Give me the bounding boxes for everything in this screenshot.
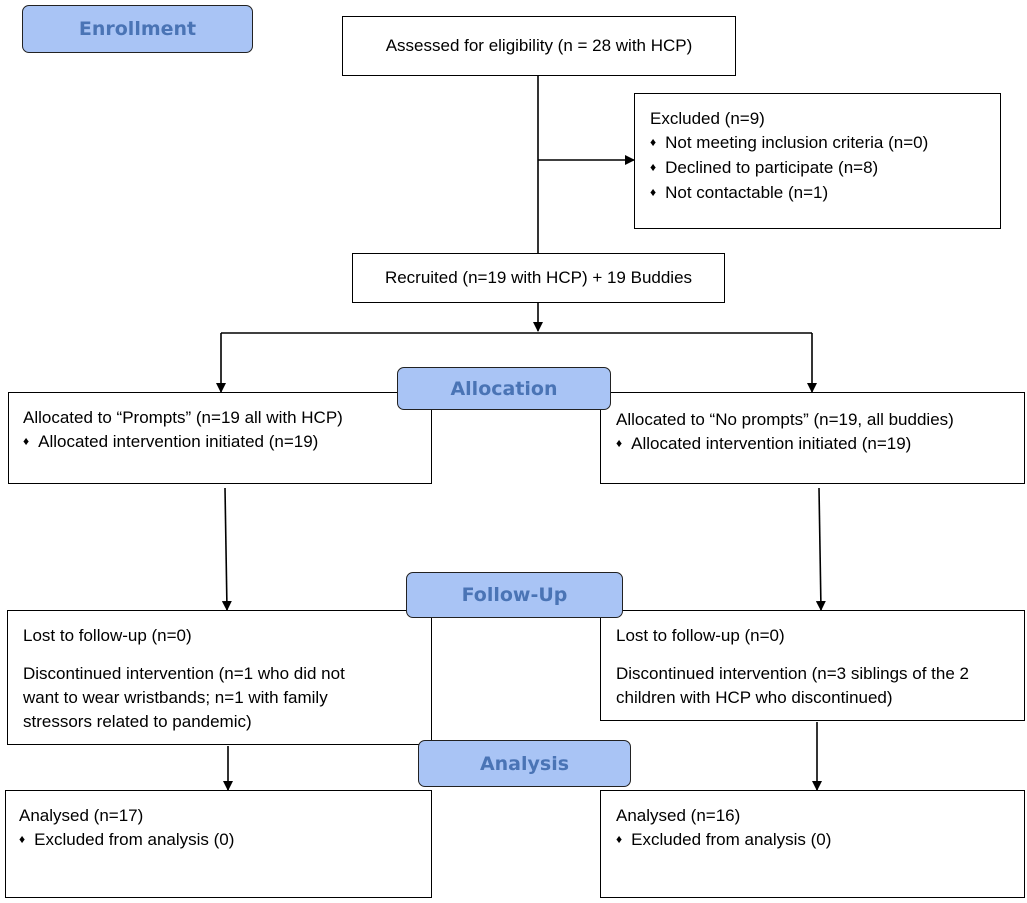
discontinued-line: stressors related to pandemic)	[23, 712, 252, 731]
stage-follow-up: Follow-Up	[406, 572, 623, 618]
assessed-box: Assessed for eligibility (n = 28 with HC…	[342, 16, 736, 76]
discontinued-text: Discontinued intervention (n=3 siblings …	[616, 662, 1024, 710]
recruited-text: Recruited (n=19 with HCP) + 19 Buddies	[384, 268, 693, 287]
allocated-no-prompts-box: Allocated to “No prompts” (n=19, all bud…	[600, 392, 1025, 484]
stage-allocation: Allocation	[397, 367, 611, 410]
excluded-item: Not contactable (n=1)	[650, 181, 1000, 206]
allocated-no-prompts-text: Allocated to “No prompts” (n=19, all bud…	[616, 410, 954, 429]
allocated-no-prompts-item: Allocated intervention initiated (n=19)	[616, 432, 1024, 457]
discontinued-line: want to wear wristbands; n=1 with family	[23, 688, 328, 707]
allocated-prompts-box: Allocated to “Prompts” (n=19 all with HC…	[8, 392, 432, 484]
follow-up-prompts-box: Lost to follow-up (n=0) Discontinued int…	[7, 610, 432, 745]
discontinued-text: Discontinued intervention (n=1 who did n…	[23, 662, 431, 734]
discontinued-line: children with HCP who discontinued)	[616, 688, 893, 707]
assessed-text: Assessed for eligibility (n = 28 with HC…	[385, 36, 693, 55]
follow-up-no-prompts-box: Lost to follow-up (n=0) Discontinued int…	[600, 610, 1025, 721]
lost-to-follow-up-text: Lost to follow-up (n=0)	[23, 626, 192, 645]
excluded-from-analysis-text: Excluded from analysis (0)	[616, 828, 1024, 853]
discontinued-line: Discontinued intervention (n=3 siblings …	[616, 664, 969, 683]
excluded-title: Excluded (n=9)	[650, 109, 765, 128]
allocated-prompts-item: Allocated intervention initiated (n=19)	[23, 430, 431, 455]
stage-analysis: Analysis	[418, 740, 631, 787]
excluded-box: Excluded (n=9) Not meeting inclusion cri…	[634, 93, 1001, 229]
analysed-no-prompts-box: Analysed (n=16) Excluded from analysis (…	[600, 790, 1025, 898]
discontinued-line: Discontinued intervention (n=1 who did n…	[23, 664, 345, 683]
excluded-item: Not meeting inclusion criteria (n=0)	[650, 131, 1000, 156]
excluded-from-analysis-text: Excluded from analysis (0)	[19, 828, 431, 853]
analysed-text: Analysed (n=17)	[19, 806, 144, 825]
recruited-box: Recruited (n=19 with HCP) + 19 Buddies	[352, 253, 725, 303]
lost-to-follow-up-text: Lost to follow-up (n=0)	[616, 626, 785, 645]
excluded-item: Declined to participate (n=8)	[650, 156, 1000, 181]
stage-enrollment: Enrollment	[22, 5, 253, 53]
analysed-prompts-box: Analysed (n=17) Excluded from analysis (…	[5, 790, 432, 898]
analysed-text: Analysed (n=16)	[616, 806, 741, 825]
allocated-prompts-text: Allocated to “Prompts” (n=19 all with HC…	[23, 408, 343, 427]
